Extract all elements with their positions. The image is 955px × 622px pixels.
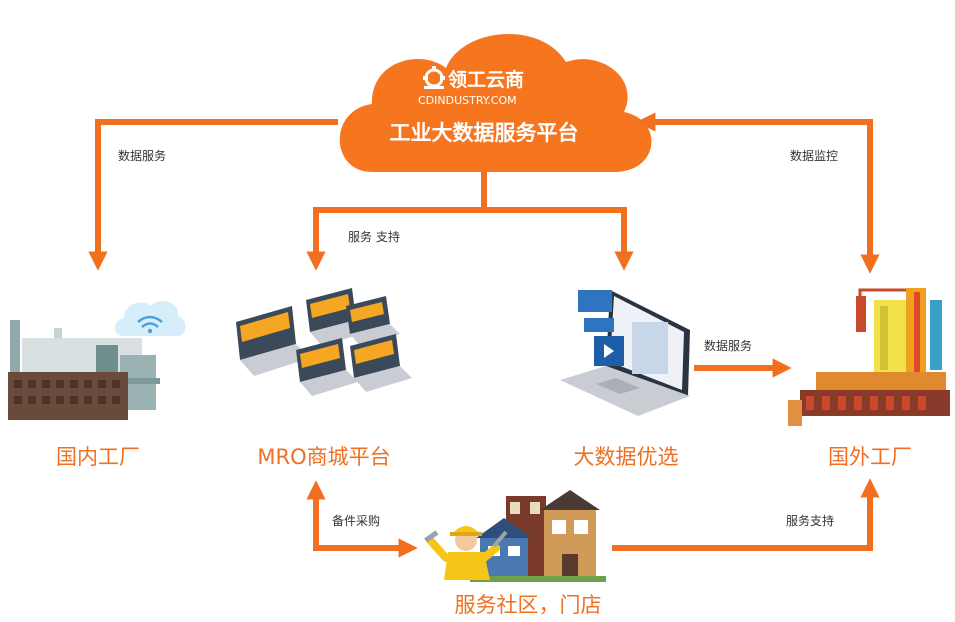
worker-icon (424, 526, 508, 580)
arrow-cloud-to-domestic (88, 119, 338, 271)
edge-label-foreign-to-cloud: 数据监控 (790, 148, 838, 163)
community-houses-icon (470, 490, 606, 582)
edge-label-community-to-foreign: 服务支持 (786, 513, 834, 528)
arrow-mro-community (306, 480, 418, 558)
logo-text: 领工云商 (448, 68, 524, 91)
node-label-service-community: 服务社区，门店 (455, 593, 602, 617)
cloud-shape (339, 34, 652, 172)
domestic-factory-icon (8, 301, 186, 420)
arrow-community-to-foreign (612, 478, 880, 551)
edge-label-bigdata-to-foreign: 数据服务 (704, 338, 752, 353)
node-labels: 国内工厂 MRO商城平台 大数据优选 国外工厂 服务社区，门店 (56, 445, 912, 617)
laptops-icon (236, 288, 412, 396)
gear-icon (423, 66, 445, 89)
analytics-laptop-icon (560, 290, 690, 416)
edge-label-mro-to-community: 备件采购 (332, 513, 380, 528)
cloud-logo: 领工云商 CDINDUSTRY.COM (418, 66, 524, 107)
node-label-domestic-factory: 国内工厂 (56, 445, 140, 469)
arrows (88, 112, 880, 558)
cloud-title: 工业大数据服务平台 (390, 121, 579, 145)
edge-label-cloud-to-mro: 服务 支持 (348, 229, 400, 244)
node-label-big-data: 大数据优选 (574, 445, 679, 469)
arrow-cloud-to-bigdata (484, 207, 634, 271)
cloud-platform: 领工云商 CDINDUSTRY.COM 工业大数据服务平台 (339, 34, 652, 172)
foreign-factory-icon (788, 288, 950, 426)
edge-labels: 数据服务 服务 支持 数据监控 数据服务 备件采购 服务支持 (118, 148, 838, 528)
arrow-cloud-to-mro (306, 207, 484, 271)
wifi-cloud-icon (115, 301, 186, 336)
logo-domain: CDINDUSTRY.COM (418, 94, 517, 107)
node-label-mro-platform: MRO商城平台 (257, 445, 390, 469)
node-label-foreign-factory: 国外工厂 (828, 445, 912, 469)
edge-label-cloud-to-domestic: 数据服务 (118, 148, 166, 163)
arrow-foreign-cloud (636, 112, 880, 274)
